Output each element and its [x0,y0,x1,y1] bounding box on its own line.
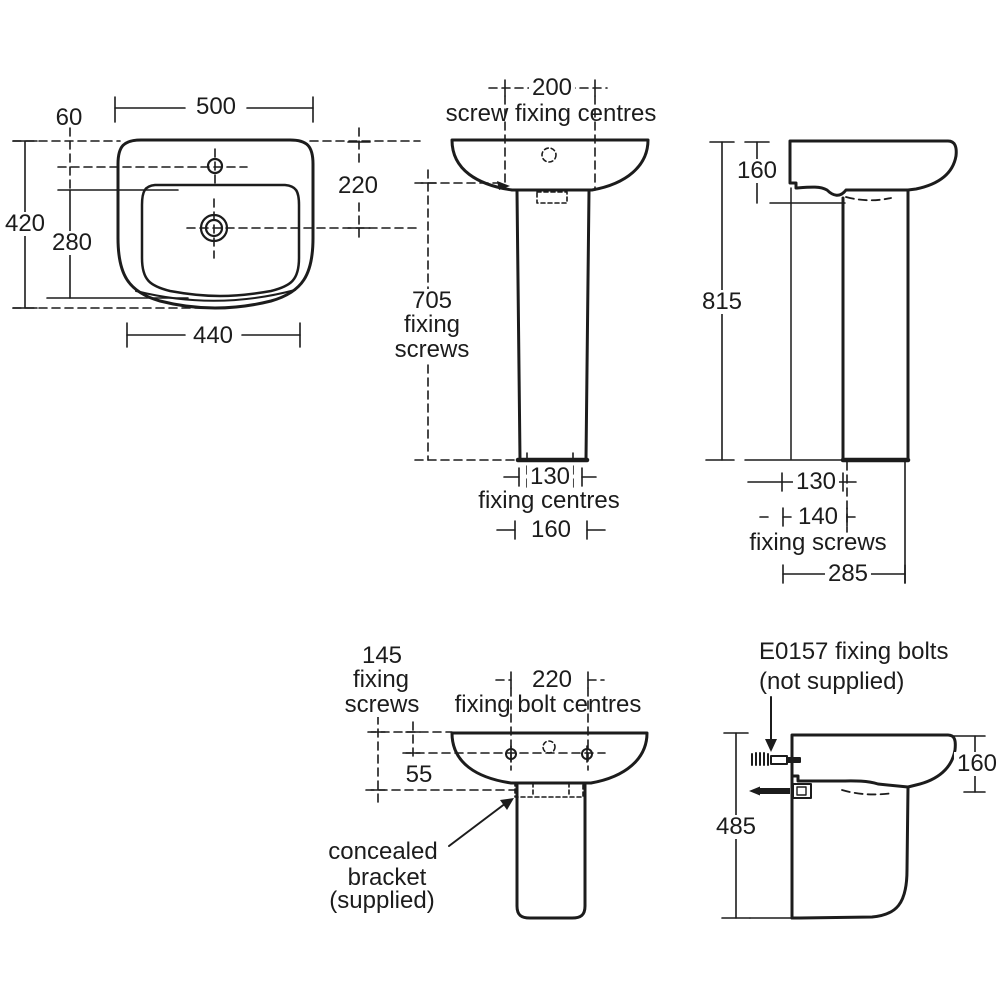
side-reference-lines [744,187,846,461]
caption-screw-centres: screw fixing centres [445,100,657,127]
front-semi-pedestal-view [365,671,649,920]
concealed-bracket-detail [796,786,807,796]
dim-bolt-offset: 55 [402,763,436,787]
side-semi-pedestal-view [721,696,986,920]
dim-wall-offset: 130 [792,470,840,494]
caption-bolts-2: (not supplied) [759,668,905,695]
caption-bracket-3: (supplied) [329,887,435,914]
basin-front-outline [450,731,649,785]
side-pedestal-view [705,139,958,584]
hidden-details [536,147,568,204]
dim-fixing-screws: 140 [794,505,842,529]
basin-front-rim-line [135,289,296,302]
fixing-bolt-icon [749,786,790,796]
dim-semi-basin-height: 160 [953,752,1000,776]
leader-arrowhead [497,181,510,190]
caption-semi-fixing-1: fixing [349,668,413,692]
bolt-note-arrowhead [765,739,777,752]
dim-drain-offset: 220 [337,172,379,199]
semi-pedestal-outline [790,785,910,920]
caption-fixing-2: screws [391,338,473,362]
bowl-hidden-underside [841,789,894,796]
bowl-hidden-underside [845,196,892,202]
dim-overall-height: 815 [698,290,746,314]
dim-width-bottom: 440 [192,322,234,349]
basin-inner-bowl [140,183,301,298]
caption-fixing-centres: fixing centres [478,487,620,514]
semi-front-reference-lines [365,679,606,807]
dim-depth: 420 [1,212,49,236]
caption-fixing-1: fixing [400,313,464,337]
dim-base-width: 160 [527,518,575,542]
plan-centerlines [12,127,421,309]
dim-semi-fixing-screws: 145 [358,644,406,668]
semi-side-dimension-lines [721,732,986,919]
basin-front-outline [450,138,650,192]
hidden-details [514,740,584,798]
dim-bowl-depth: 280 [48,231,96,255]
dim-bolt-centres: 220 [528,668,576,692]
caption-bracket-2: bracket [347,864,427,891]
plan-dimension-lines [12,96,371,348]
caption-semi-fixing-2: screws [341,693,423,717]
dim-width-top: 500 [195,93,237,120]
wall-plug-icon [751,752,801,766]
plan-view [12,96,421,348]
dim-side-depth: 285 [824,562,872,586]
dim-fixing-height: 705 [408,289,456,313]
front-dimension-ticks [420,79,606,540]
dim-basin-height: 160 [733,159,781,183]
basin-side-outline [788,139,958,197]
caption-fixing-screws: fixing screws [749,529,887,556]
caption-bolts-1: E0157 fixing bolts [759,638,949,665]
semi-front-ticks [370,671,589,791]
dim-screw-centres: 200 [528,76,576,100]
basin-side-outline [790,733,957,789]
concealed-bracket-side [792,783,812,799]
caption-bracket-1: concealed [328,838,438,865]
dim-fixing-centres: 130 [526,465,574,489]
semi-pedestal-outline [515,783,587,920]
fixing-bolt-icons [505,745,593,763]
pedestal-right-edge [584,189,591,461]
tap-hole-icon [206,157,224,175]
dim-tap-offset: 60 [55,104,83,131]
bracket-leader-arrowhead [500,798,514,810]
bracket-leader-line [448,802,507,847]
pedestal-left-edge [515,189,522,461]
caption-bolt-centres: fixing bolt centres [454,691,642,718]
dim-semi-height: 485 [712,815,760,839]
